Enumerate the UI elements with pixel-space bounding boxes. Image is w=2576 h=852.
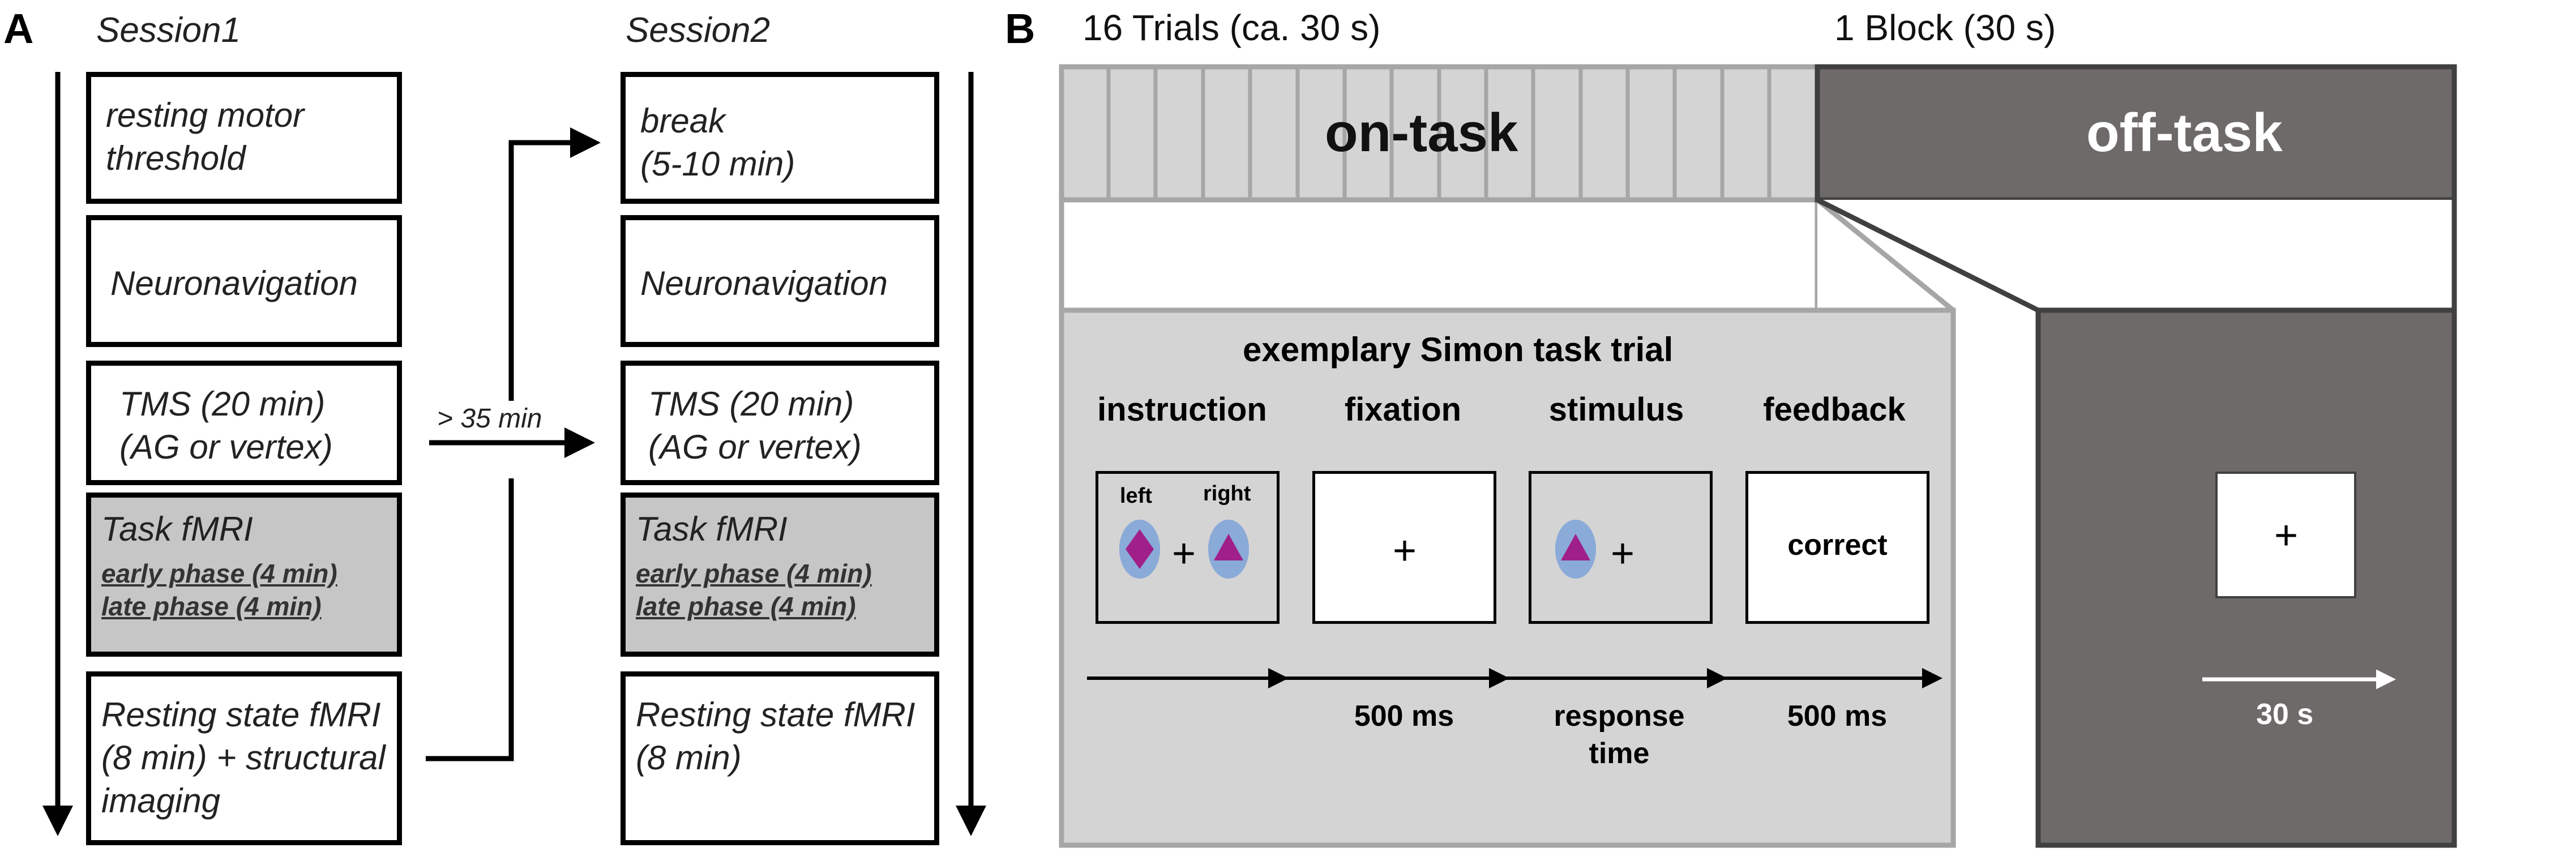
s2-resting-state-box: Resting state fMRI (8 min) bbox=[621, 671, 939, 845]
panel-b-letter: B bbox=[1005, 5, 1035, 52]
trial-title: exemplary Simon task trial bbox=[1243, 331, 1674, 369]
fixation-screen: + bbox=[1312, 471, 1496, 624]
fixation-duration: 500 ms bbox=[1354, 700, 1454, 733]
s1-box1-line1: resting motor bbox=[106, 96, 305, 134]
feedback-screen: correct bbox=[1745, 471, 1929, 624]
instruction-fixation-cross: + bbox=[1172, 531, 1196, 576]
s1-box1-line2: threshold bbox=[106, 139, 246, 177]
fixation-cross: + bbox=[1393, 528, 1417, 573]
left-word: left bbox=[1120, 484, 1152, 508]
response-label: response bbox=[1554, 700, 1685, 733]
s2-box2-line1: Neuronavigation bbox=[640, 264, 888, 302]
stimulus-screen: + bbox=[1529, 471, 1713, 624]
s1-box5-line2: (8 min) + structural bbox=[101, 739, 386, 777]
s2-late-phase: late phase (4 min) bbox=[636, 592, 856, 621]
s1-task-fmri-box: Task fMRI early phase (4 min) late phase… bbox=[86, 493, 402, 657]
off-task-duration: 30 s bbox=[2256, 698, 2314, 731]
s2-box5-line1: Resting state fMRI bbox=[636, 696, 915, 734]
s2-break-box: break (5-10 min) bbox=[621, 72, 939, 204]
s1-box5-line1: Resting state fMRI bbox=[101, 696, 381, 734]
off-task-fixation-screen bbox=[2215, 472, 2356, 598]
s2-box1-line2: (5-10 min) bbox=[640, 145, 795, 183]
off-task-bar bbox=[1815, 64, 2457, 203]
trial-dividers bbox=[1106, 67, 1771, 200]
trials-label: 16 Trials (ca. 30 s) bbox=[1082, 7, 1381, 48]
s2-neuronavigation-box: Neuronavigation bbox=[621, 215, 939, 347]
block-label: 1 Block (30 s) bbox=[1834, 7, 2056, 48]
s1-resting-state-box: Resting state fMRI (8 min) + structural … bbox=[86, 671, 402, 845]
s2-task-fmri-box: Task fMRI early phase (4 min) late phase… bbox=[621, 493, 939, 657]
stimulus-fixation-cross: + bbox=[1611, 531, 1635, 576]
connector-upper bbox=[508, 127, 601, 401]
s2-tms-box: TMS (20 min) (AG or vertex) bbox=[621, 361, 939, 485]
s1-neuronavigation-box: Neuronavigation bbox=[86, 215, 402, 347]
s2-early-phase: early phase (4 min) bbox=[636, 559, 872, 588]
right-word: right bbox=[1203, 482, 1251, 506]
s2-box3-line1: TMS (20 min) bbox=[648, 385, 854, 423]
s1-box3-line1: TMS (20 min) bbox=[119, 385, 326, 423]
s2-box1-line1: break bbox=[640, 102, 726, 140]
s1-box2-line1: Neuronavigation bbox=[110, 264, 358, 302]
on-task-label: on-task bbox=[1325, 102, 1518, 163]
s1-box3-line2: (AG or vertex) bbox=[119, 428, 333, 466]
session1-title: Session1 bbox=[96, 11, 241, 50]
phase-feedback: feedback bbox=[1763, 391, 1906, 428]
s2-box3-line2: (AG or vertex) bbox=[648, 428, 862, 466]
phase-fixation: fixation bbox=[1344, 391, 1462, 428]
s1-motor-threshold-box: resting motor threshold bbox=[86, 72, 402, 204]
instruction-screen: left right + bbox=[1096, 471, 1280, 624]
s2-box5-line2: (8 min) bbox=[636, 739, 742, 777]
panel-a-letter: A bbox=[3, 5, 34, 52]
s1-late-phase: late phase (4 min) bbox=[101, 592, 322, 621]
feedback-duration: 500 ms bbox=[1787, 700, 1888, 733]
s2-task-fmri-title: Task fMRI bbox=[636, 510, 788, 548]
off-task-fixation-cross: + bbox=[2274, 513, 2299, 558]
s1-box5-line3: imaging bbox=[101, 782, 221, 820]
connector-lower bbox=[426, 478, 514, 761]
session2-title: Session2 bbox=[626, 11, 771, 50]
s1-task-fmri-title: Task fMRI bbox=[101, 510, 253, 548]
gap-label: > 35 min bbox=[437, 404, 542, 434]
feedback-word: correct bbox=[1787, 529, 1888, 562]
s1-early-phase: early phase (4 min) bbox=[101, 559, 337, 588]
time-label: time bbox=[1589, 737, 1650, 770]
phase-stimulus: stimulus bbox=[1548, 391, 1684, 428]
off-task-label: off-task bbox=[2086, 102, 2283, 163]
phase-instruction: instruction bbox=[1097, 391, 1267, 428]
s1-tms-box: TMS (20 min) (AG or vertex) bbox=[86, 361, 402, 485]
